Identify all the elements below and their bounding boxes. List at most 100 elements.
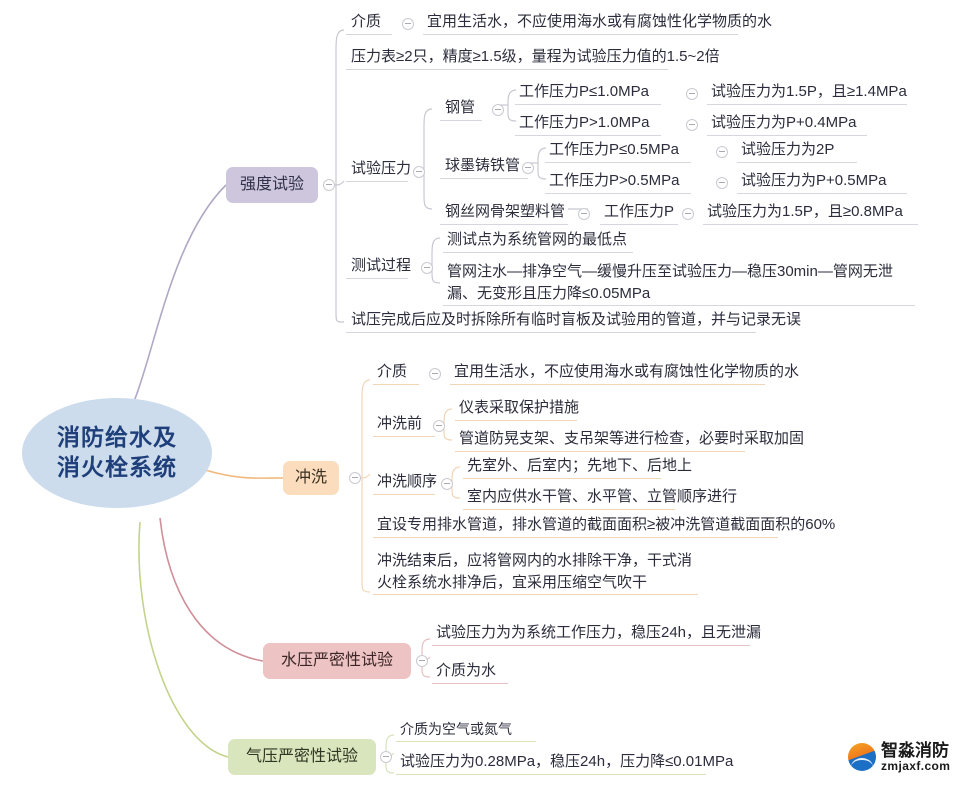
text-process-steps[interactable]: 管网注水—排净空气—缓慢升压至试验压力—稳压30min—管网无泄漏、无变形且压力… xyxy=(447,263,893,302)
underline xyxy=(455,420,577,421)
branch-node-flush[interactable]: 冲洗 xyxy=(283,461,339,495)
edge-root-flush xyxy=(204,469,284,479)
text-hydro-2[interactable]: 介质为水 xyxy=(436,662,497,679)
underline xyxy=(515,104,661,105)
underline xyxy=(443,252,633,253)
branch-node-hydrostatic[interactable]: 水压严密性试验 xyxy=(263,643,411,679)
underline xyxy=(346,278,408,279)
result-ductile-2[interactable]: 试验压力为P+0.5MPa xyxy=(741,172,887,189)
underline xyxy=(373,594,698,595)
underline xyxy=(373,537,778,538)
branch-node-pneumatic[interactable]: 气压严密性试验 xyxy=(228,739,376,775)
toggle-strength-process[interactable] xyxy=(421,262,433,274)
branch-node-strength[interactable]: 强度试验 xyxy=(226,167,318,203)
edge-root-pneumatic xyxy=(138,521,229,758)
underline xyxy=(545,162,691,163)
text-strength-finish[interactable]: 试压完成后应及时拆除所有临时盲板及试验用的管道，并与记录无误 xyxy=(351,311,802,328)
toggle-strength[interactable] xyxy=(323,179,335,191)
toggle-pipe-ductile-iron[interactable] xyxy=(522,162,534,174)
result-steel-2[interactable]: 试验压力为P+0.4MPa xyxy=(711,114,857,131)
text-hydro-1[interactable]: 试验压力为为系统工作压力，稳压24h，且无泄漏 xyxy=(436,624,762,641)
underline xyxy=(396,741,536,742)
underline xyxy=(707,104,907,105)
underline xyxy=(346,181,408,182)
cond-ductile-2[interactable]: 工作压力P>0.5MPa xyxy=(549,172,680,189)
text-flush-before-1[interactable]: 仪表采取保护措施 xyxy=(459,399,580,416)
text-process-point[interactable]: 测试点为系统管网的最低点 xyxy=(447,231,628,248)
root-node[interactable]: 消防给水及 消火栓系统 xyxy=(22,398,212,508)
toggle-cond-steel-2[interactable] xyxy=(686,119,698,131)
text-flush-before-2[interactable]: 管道防晃支架、支吊架等进行检查，必要时采取加固 xyxy=(459,430,805,447)
label-strength-process[interactable]: 测试过程 xyxy=(351,257,412,274)
underline xyxy=(443,305,915,306)
label-pipe-ductile-iron[interactable]: 球墨铸铁管 xyxy=(445,157,521,174)
toggle-strength-medium[interactable] xyxy=(402,18,414,30)
edge-root-hydro xyxy=(159,517,264,662)
underline xyxy=(396,774,706,775)
underline xyxy=(515,135,661,136)
underline xyxy=(440,178,528,179)
underline xyxy=(707,135,867,136)
toggle-pneumatic[interactable] xyxy=(380,751,392,763)
underline xyxy=(373,384,419,385)
toggle-cond-wiremesh-1[interactable] xyxy=(682,208,694,220)
text-flush-order-2[interactable]: 室内应供水干管、水平管、立管顺序进行 xyxy=(467,488,738,505)
text-pneumatic-1[interactable]: 介质为空气或氮气 xyxy=(400,721,512,737)
text-strength-gauge[interactable]: 压力表≥2只，精度≥1.5级，量程为试验压力值的1.5~2倍 xyxy=(351,48,720,65)
logo-name-en: zmjaxf.com xyxy=(881,758,951,773)
underline xyxy=(737,162,857,163)
label-pipe-wiremesh-plastic[interactable]: 钢丝网骨架塑料管 xyxy=(445,203,566,220)
toggle-flush-order[interactable] xyxy=(441,478,453,490)
toggle-flush[interactable] xyxy=(349,472,361,484)
label-strength-testpressure[interactable]: 试验压力 xyxy=(351,160,412,177)
underline xyxy=(373,494,435,495)
label-flush-medium[interactable]: 介质 xyxy=(377,363,408,380)
label-pipe-steel[interactable]: 钢管 xyxy=(445,99,476,116)
logo-text: 智淼消防 zmjaxf.com xyxy=(881,742,950,772)
result-steel-1[interactable]: 试验压力为1.5P，且≥1.4MPa xyxy=(711,83,907,100)
underline xyxy=(346,34,392,35)
toggle-pipe-wiremesh-plastic[interactable] xyxy=(578,208,590,220)
logo-swoosh-icon xyxy=(851,758,873,769)
toggle-hydrostatic[interactable] xyxy=(416,655,428,667)
underline xyxy=(432,683,508,684)
value-strength-medium[interactable]: 宜用生活水，不应使用海水或有腐蚀性化学物质的水 xyxy=(427,13,773,30)
toggle-strength-testpressure[interactable] xyxy=(413,166,425,178)
cond-ductile-1[interactable]: 工作压力P≤0.5MPa xyxy=(549,141,679,158)
label-flush-before[interactable]: 冲洗前 xyxy=(377,415,423,432)
toggle-cond-ductile-2[interactable] xyxy=(716,177,728,189)
value-flush-medium[interactable]: 宜用生活水，不应使用海水或有腐蚀性化学物质的水 xyxy=(454,363,800,380)
underline xyxy=(432,645,750,646)
underline xyxy=(423,34,738,35)
result-wiremesh-1[interactable]: 试验压力为1.5P，且≥0.8MPa xyxy=(707,203,903,220)
cond-wiremesh-1[interactable]: 工作压力P xyxy=(604,203,675,220)
underline xyxy=(703,224,918,225)
cond-steel-1[interactable]: 工作压力P≤1.0MPa xyxy=(519,83,649,100)
text-pneumatic-2[interactable]: 试验压力为0.28MPa，稳压24h，压力降≤0.01MPa xyxy=(400,753,734,770)
underline xyxy=(737,193,907,194)
label-flush-order[interactable]: 冲洗顺序 xyxy=(377,473,438,490)
text-flush-drain[interactable]: 宜设专用排水管道，排水管道的截面面积≥被冲洗管道截面面积的60% xyxy=(377,516,836,533)
site-logo: 智淼消防 zmjaxf.com xyxy=(848,742,950,772)
underline xyxy=(463,478,661,479)
logo-mark-icon xyxy=(848,743,876,772)
toggle-cond-steel-1[interactable] xyxy=(686,88,698,100)
toggle-pipe-steel[interactable] xyxy=(492,104,504,116)
toggle-flush-medium[interactable] xyxy=(429,368,441,380)
text-flush-order-1[interactable]: 先室外、后室内；先地下、后地上 xyxy=(467,457,693,474)
underline xyxy=(450,384,765,385)
underline xyxy=(373,436,435,437)
result-ductile-1[interactable]: 试验压力为2P xyxy=(741,141,835,158)
underline xyxy=(346,332,756,333)
underline xyxy=(440,224,568,225)
toggle-cond-ductile-1[interactable] xyxy=(716,146,728,158)
toggle-flush-before[interactable] xyxy=(433,420,445,432)
underline xyxy=(346,69,668,70)
text-flush-after[interactable]: 冲洗结束后，应将管网内的水排除干净，干式消火栓系统水排净后，宜采用压缩空气吹干 xyxy=(377,552,693,591)
underline xyxy=(440,120,482,121)
underline xyxy=(600,224,678,225)
underline xyxy=(463,509,675,510)
label-strength-medium[interactable]: 介质 xyxy=(351,13,382,30)
cond-steel-2[interactable]: 工作压力P>1.0MPa xyxy=(519,114,650,131)
